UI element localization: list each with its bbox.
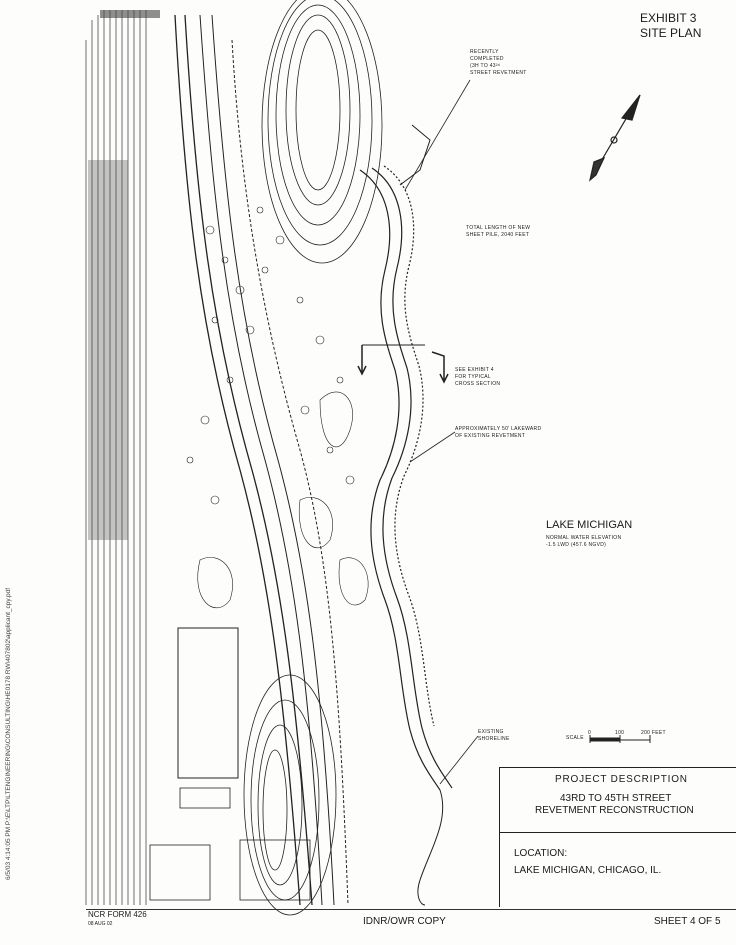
note-see-3: CROSS SECTION [455,381,501,387]
location-value: LAKE MICHIGAN, CHICAGO, IL. [514,865,662,876]
revetment [359,165,453,791]
water-elev-1: NORMAL WATER ELEVATION [546,535,622,541]
note-see-2: FOR TYPICAL [455,374,491,380]
exhibit-title: SITE PLAN [640,26,702,40]
note-see-1: SEE EXHIBIT 4 [455,367,494,373]
contours-lower [243,674,337,916]
scale-label: SCALE [566,735,584,741]
lake-name: LAKE MICHIGAN [546,519,633,531]
project-heading: PROJECT DESCRIPTION [555,774,688,785]
scale-bar [589,735,651,743]
note-length-1: TOTAL LENGTH OF NEW [466,225,531,231]
shoreline-note-1: EXISTING [478,729,504,735]
scale-tick-200: 200 FEET [641,730,666,736]
note-lakeward-1: APPROXIMATELY 50' LAKEWARD [455,426,542,432]
project-line1: 43RD TO 45TH STREET [560,793,672,804]
form-date: 08 AUG 02 [88,921,113,927]
scale-tick-0: 0 [588,730,592,736]
note-length-2: SHEET PILE, 2040 FEET [466,232,530,238]
exhibit-number: EXHIBIT 3 [640,11,697,25]
location-label: LOCATION: [514,848,568,859]
park-features [186,206,369,609]
footer-rule [86,909,736,910]
note-recent-2: COMPLETED [470,56,504,62]
project-box-divider [499,832,736,833]
sheet-number: SHEET 4 OF 5 [654,916,721,927]
form-number: NCR FORM 426 [88,910,147,919]
scale-tick-100: 100 [615,730,625,736]
shoreline-note-2: SHORELINE [478,736,510,742]
note-recent-3: (3H TO 43²ᵈ [470,63,501,69]
note-recent-1: RECENTLY [470,49,499,55]
note-recent-4: STREET REVETMENT [470,70,527,76]
water-elev-2: -1.5 LWD (457.6 NGVD) [546,542,607,548]
project-line2: REVETMENT RECONSTRUCTION [535,805,694,816]
copy-label: IDNR/OWR COPY [363,916,446,927]
note-lakeward-2: OF EXISTING REVETMENT [455,433,526,439]
contours-upper [261,0,383,264]
side-stamp: 6/5/03 4:14:05 PM P:\E\LTP\LTENGINEERING… [5,587,12,880]
project-box [499,767,736,907]
north-arrow [589,94,641,182]
urban-grid [85,10,147,905]
